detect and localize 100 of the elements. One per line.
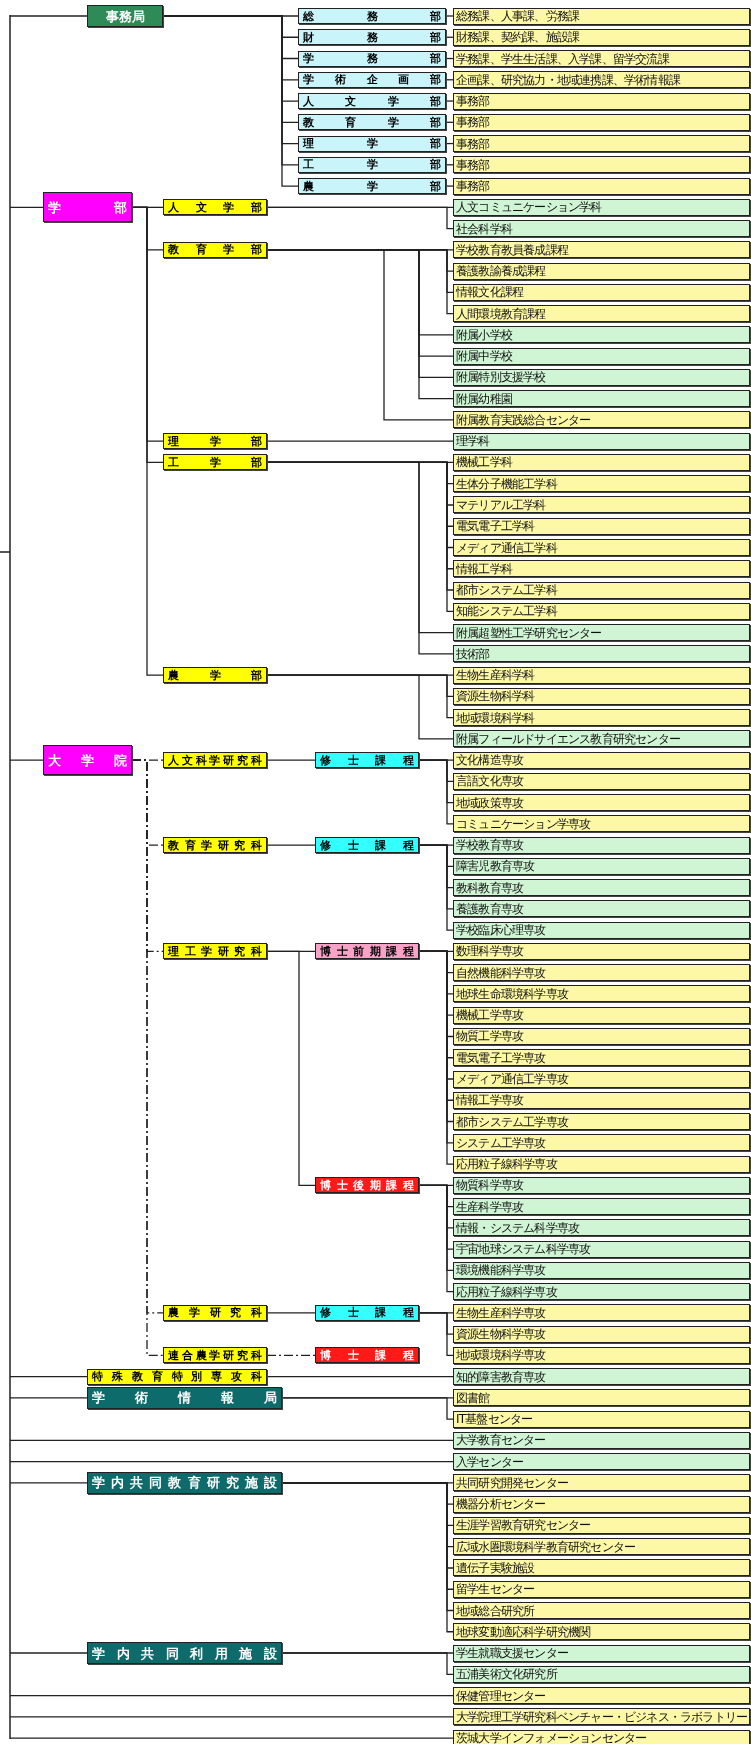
unit-box: 財務課、契約課、施設課 [453,28,750,46]
connector-line [9,1652,88,1654]
unit-box: 大学院理工学研究科ベンチャー・ビジネス・ラボラトリー [453,1708,750,1726]
department-box: 教育学部 [298,114,446,131]
unit-box: IT基盤センター [453,1410,750,1428]
unit-box: 宇宙地球システム科学専攻 [453,1240,750,1258]
connector-line [266,950,316,1186]
unit-box: 地域環境科学専攻 [453,1346,750,1364]
unit-box: 応用粒子線科学専攻 [453,1283,750,1301]
unit-box: 留学生センター [453,1580,750,1598]
unit-box: 図書館 [453,1389,750,1407]
unit-box: 附属フィールドサイエンス教育研究センター [453,730,750,748]
connector-line [9,15,88,17]
unit-box: 物質科学専攻 [453,1176,750,1194]
connector-line [9,759,44,761]
unit-box: 地球生命環境科学専攻 [453,985,750,1003]
unit-box: 知的障害教育専攻 [453,1368,750,1386]
unit-box: 電気電子工学科 [453,517,750,535]
unit-box: 生物生産科学専攻 [453,1304,750,1322]
unit-box: 学校教育教員養成課程 [453,241,750,259]
department-box: 工学部 [298,156,446,173]
unit-box: 生体分子機能工学科 [453,475,750,493]
unit-box: 総務課、人事課、労務課 [453,7,750,25]
connector-line [9,1376,88,1378]
faculty-box: 農学研究科 [163,1304,267,1321]
program-box: 博士前期課程 [315,943,419,960]
program-box: 修士課程 [315,837,419,854]
unit-box: 社会科学科 [453,220,750,238]
connector-line [9,1737,454,1739]
connector-line [281,1397,454,1420]
unit-box: 文化構造専攻 [453,751,750,769]
office-box: 事務局 [87,5,163,27]
unit-box: 機械工学専攻 [453,1006,750,1024]
connector-line [9,1716,454,1718]
unit-box: 入学センター [453,1453,750,1471]
connector-line [266,844,316,846]
unit-box: 知能システム工学科 [453,602,750,620]
connector-line [445,100,454,102]
unit-box: システム工学専攻 [453,1134,750,1152]
unit-box: 物質工学専攻 [453,1027,750,1045]
unit-box: 情報文化課程 [453,283,750,301]
program-box: 博士後期課程 [315,1177,419,1194]
unit-box: 応用粒子線科学専攻 [453,1155,750,1173]
connector-line [9,1397,88,1399]
unit-box: 情報・システム科学専攻 [453,1219,750,1237]
connector-line [418,1312,454,1357]
unit-box: 事務部 [453,177,750,195]
connector-line [445,185,454,187]
unit-box: 事務部 [453,135,750,153]
unit-box: 学校教育専攻 [453,836,750,854]
unit-box: 数理科学専攻 [453,942,750,960]
connector-line [266,206,454,230]
unit-box: 地域総合研究所 [453,1602,750,1619]
faculty-box: 特殊教育特別専攻科 [87,1368,267,1385]
unit-box: 共同研究開発センター [453,1474,750,1492]
connector-line [266,440,454,442]
faculty-box: 人文科学研究科 [163,752,267,769]
unit-box: 生産科学専攻 [453,1198,750,1216]
faculty-box: 教育学研究科 [163,837,267,854]
connector-line [266,1376,454,1378]
connector-line [9,206,44,208]
unit-box: 附属小学校 [453,326,750,344]
unit-box: 技術部 [453,645,750,663]
unit-box: 企画課、研究協力・地域連携課、学術情報課 [453,71,750,89]
unit-box: 人文コミュニケーション学科 [453,198,750,216]
unit-box: 地域政策専攻 [453,794,750,812]
unit-box: 教科教育専攻 [453,879,750,897]
unit-box: 学校臨床心理専攻 [453,921,750,939]
faculty-box: 理学部 [163,433,267,450]
unit-box: 茨城大学インフォメーションセンター [453,1729,750,1744]
unit-box: 生物生産科学科 [453,666,750,684]
connector-line [266,674,454,740]
unit-box: 附属教育実践総合センター [453,411,750,429]
connector-line [418,844,454,931]
faculty-box: 連合農学研究科 [163,1347,267,1364]
connector-line [9,1439,454,1442]
program-box: 修士課程 [315,1304,419,1321]
unit-box: 障害児教育専攻 [453,857,750,875]
unit-box: 学生就職支援センター [453,1644,750,1662]
unit-box: 生涯学習教育研究センター [453,1516,750,1534]
unit-box: マテリアル工学科 [453,496,750,514]
connector-line [131,206,164,676]
division-box: 大学院 [43,745,132,776]
faculty-box: 農学部 [163,667,267,684]
unit-box: 地域環境科学科 [453,709,750,727]
unit-box: 情報工学科 [453,560,750,578]
program-box: 博士課程 [315,1347,419,1364]
division-box: 学部 [43,192,132,223]
connector-line [418,759,454,825]
unit-box: 大学教育センター [453,1431,750,1449]
unit-box: 附属特別支援学校 [453,368,750,386]
department-box: 農学部 [298,178,446,195]
unit-box: 養護教育専攻 [453,900,750,918]
connector-line [9,1694,454,1697]
unit-box: 自然機能科学専攻 [453,964,750,982]
unit-box: 事務部 [453,113,750,131]
department-box: 総務部 [298,8,446,24]
faculty-box: 工学部 [163,454,267,471]
unit-box: 情報工学専攻 [453,1091,750,1109]
unit-box: 環境機能科学専攻 [453,1261,750,1279]
